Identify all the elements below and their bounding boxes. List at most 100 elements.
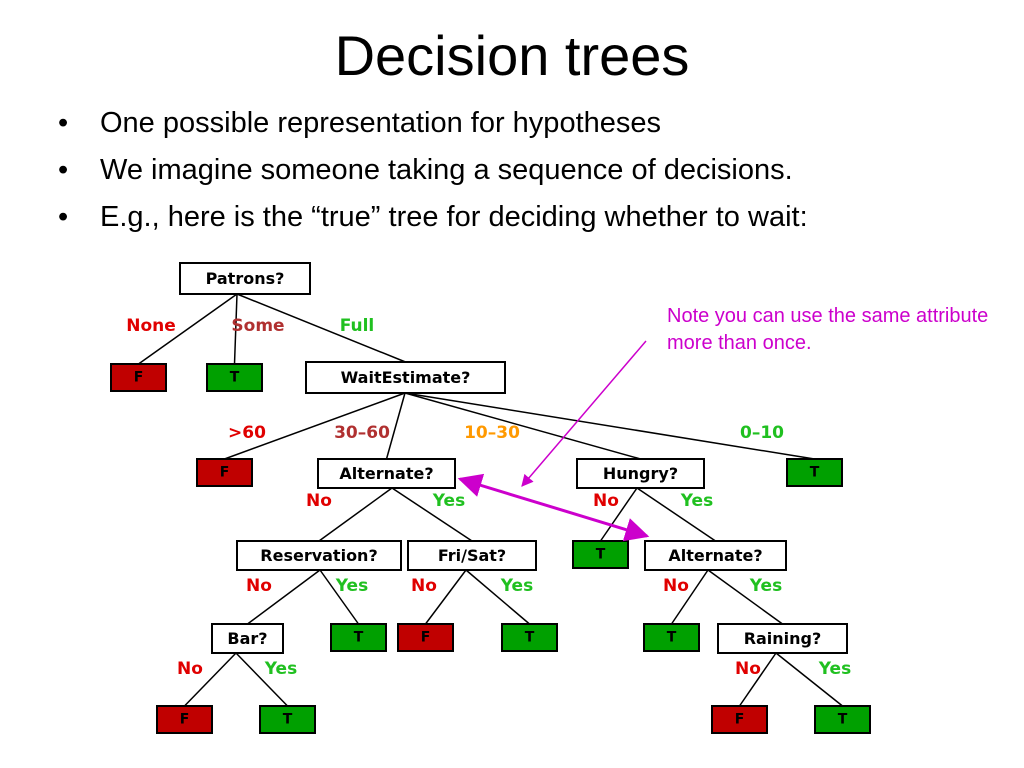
edge-label: No — [593, 491, 619, 511]
node-box — [814, 705, 871, 734]
bullet-item: • E.g., here is the “true” tree for decid… — [58, 194, 808, 241]
annotation-note: Note you can use the same attribute more… — [667, 305, 989, 354]
bullet-dot: • — [58, 154, 69, 186]
decision-node: WaitEstimate? — [305, 361, 506, 394]
edge-label: No — [735, 659, 761, 679]
edge-label: Yes — [335, 576, 368, 596]
decision-node: Patrons? — [179, 262, 311, 295]
tree-edge — [235, 652, 289, 707]
node-label: T — [230, 370, 240, 386]
edge-label: Some — [231, 316, 284, 336]
node-label: F — [134, 370, 144, 386]
decision-node: Hungry? — [576, 458, 705, 489]
tree-edge — [385, 392, 406, 460]
node-box — [110, 363, 167, 392]
tree-edge — [183, 652, 237, 707]
edge-label: >60 — [228, 423, 266, 443]
edge-label: Yes — [818, 659, 851, 679]
tree-edge — [233, 293, 238, 365]
node-label: Reservation? — [260, 546, 377, 565]
leaf-true: T — [572, 540, 629, 569]
node-label: Hungry? — [603, 464, 678, 483]
node-box — [397, 623, 454, 652]
leaf-true: T — [501, 623, 558, 652]
edge-label: No — [177, 659, 203, 679]
node-box — [206, 363, 263, 392]
node-box — [236, 540, 402, 571]
node-box — [259, 705, 316, 734]
node-box — [317, 458, 456, 489]
tree-edge — [138, 293, 238, 365]
decision-node: Reservation? — [236, 540, 402, 571]
tree-edge — [404, 392, 815, 460]
bullet-item: • We imagine someone taking a sequence of… — [58, 147, 808, 194]
leaf-false: F — [196, 458, 253, 487]
leaf-true: T — [814, 705, 871, 734]
bullet-text: We imagine someone taking a sequence of … — [100, 154, 793, 186]
node-label: F — [220, 465, 230, 481]
node-label: F — [421, 630, 431, 646]
node-box — [501, 623, 558, 652]
node-box — [196, 458, 253, 487]
edge-label: 0–10 — [740, 423, 784, 443]
edge-label: No — [246, 576, 272, 596]
tree-edge — [707, 569, 783, 625]
node-label: Bar? — [227, 629, 267, 648]
bullet-text: One possible representation for hypothes… — [100, 107, 662, 139]
edge-label: Yes — [432, 491, 465, 511]
leaf-true: T — [330, 623, 387, 652]
leaf-true: T — [786, 458, 843, 487]
tree-edge — [775, 652, 843, 707]
node-label: Raining? — [744, 629, 822, 648]
node-box — [786, 458, 843, 487]
bullet-list: • One possible representation for hypothe… — [58, 100, 808, 241]
tree-edge — [636, 487, 716, 542]
tree-edge — [224, 392, 406, 460]
edge-label: None — [126, 316, 176, 336]
decision-node: Alternate? — [644, 540, 787, 571]
edge-label: Yes — [264, 659, 297, 679]
tree-edge — [670, 569, 709, 625]
tree-edge — [465, 569, 530, 625]
node-box — [711, 705, 768, 734]
node-label: T — [667, 630, 677, 646]
slide-title: Decision trees — [334, 24, 690, 87]
leaf-true: T — [643, 623, 700, 652]
bullet-text: E.g., here is the “true” tree for decidi… — [100, 201, 808, 233]
node-box — [179, 262, 311, 295]
node-label: Fri/Sat? — [438, 546, 506, 565]
double-headed-arrow — [457, 473, 650, 542]
edge-label: Full — [340, 316, 375, 336]
node-label: T — [596, 547, 606, 563]
edge-label: 30–60 — [334, 423, 390, 443]
leaf-false: F — [110, 363, 167, 392]
decision-node: Alternate? — [317, 458, 456, 489]
node-label: T — [810, 465, 820, 481]
node-box — [643, 623, 700, 652]
edge-label: Yes — [680, 491, 713, 511]
node-label: Alternate? — [668, 546, 762, 565]
leaf-true: T — [259, 705, 316, 734]
leaf-false: F — [711, 705, 768, 734]
tree-edge — [247, 569, 321, 625]
edge-label: No — [411, 576, 437, 596]
node-box — [156, 705, 213, 734]
node-label: F — [180, 712, 190, 728]
node-label: F — [735, 712, 745, 728]
node-box — [717, 623, 848, 654]
bullet-dot: • — [58, 201, 69, 233]
node-box — [330, 623, 387, 652]
node-label: T — [838, 712, 848, 728]
bullet-dot: • — [58, 107, 69, 139]
node-box — [305, 361, 506, 394]
note-pointer-arrow — [521, 340, 647, 487]
leaf-false: F — [397, 623, 454, 652]
node-label: T — [283, 712, 293, 728]
tree-edge — [738, 652, 777, 707]
tree-edge — [424, 569, 467, 625]
tree-edge — [319, 569, 360, 625]
node-label: Patrons? — [206, 269, 285, 288]
edge-label: 10–30 — [464, 423, 520, 443]
decision-node: Raining? — [717, 623, 848, 654]
